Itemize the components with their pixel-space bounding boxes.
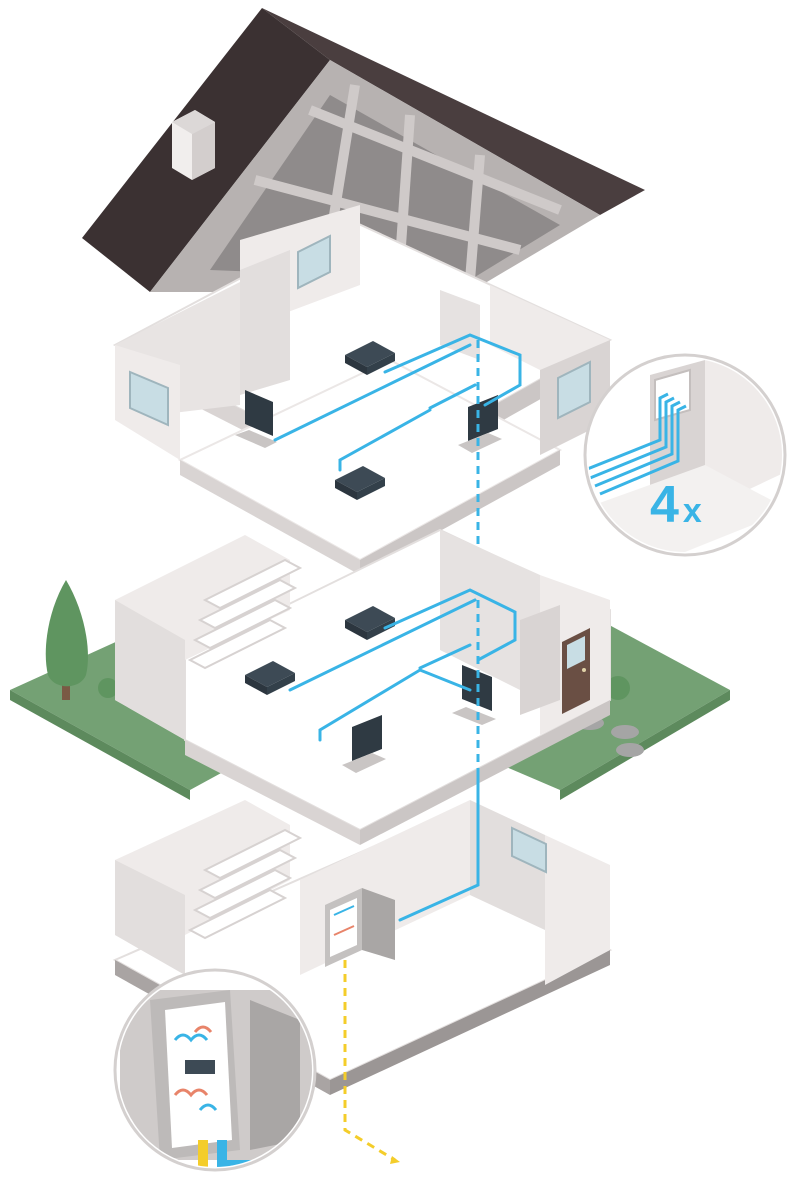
tree-icon — [45, 580, 88, 700]
monitor-icon — [342, 715, 386, 773]
svg-text:4x: 4x — [650, 476, 702, 534]
desk-phone-icon — [335, 466, 385, 500]
middle-floor — [115, 528, 611, 845]
desk-phone-icon — [245, 661, 295, 695]
distribution-cabinet-icon — [325, 888, 395, 967]
desk-phone-icon — [345, 341, 395, 375]
window — [129, 234, 591, 427]
monitor-icon — [235, 390, 277, 448]
cable-count-suffix: x — [683, 492, 702, 530]
desk-phone-icon — [345, 606, 395, 640]
staircase — [187, 828, 303, 940]
bush — [98, 676, 630, 700]
staircase — [187, 558, 303, 670]
chimney-icon — [172, 110, 215, 180]
cabinet-zoom-callout — [113, 968, 317, 1172]
window — [511, 826, 547, 874]
upper-floor — [112, 205, 613, 600]
cable-count-number: 4 — [650, 476, 679, 534]
monitor-icon — [458, 395, 502, 453]
door-icon — [562, 628, 590, 714]
